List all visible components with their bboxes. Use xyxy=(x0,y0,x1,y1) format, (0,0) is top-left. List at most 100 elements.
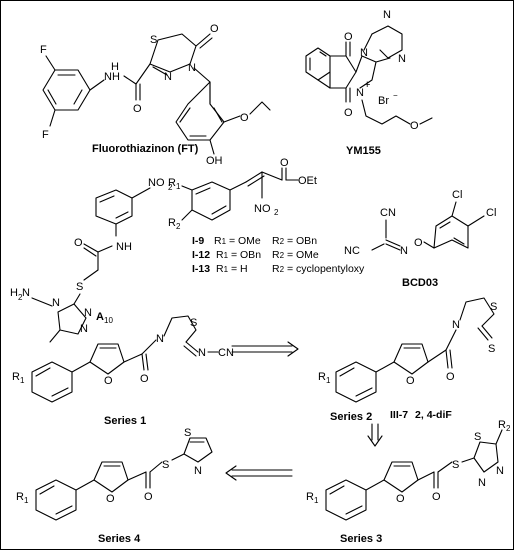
atom-cn-s1: CN xyxy=(218,347,234,359)
i-row-r2: R2 = cyclopentyloxy xyxy=(272,263,365,275)
atom-r2-i: R xyxy=(168,217,176,229)
atom-r1-sub-s4: 1 xyxy=(24,496,29,505)
structure-series-4: R 1 O O S S N Series 4 xyxy=(16,427,213,545)
atom-o-carbonyl-s1: O xyxy=(140,373,149,385)
arrow-series3-to-series4 xyxy=(225,465,293,481)
atom-no2-sub-i: 2 xyxy=(274,208,279,217)
atom-o-ketone-ft: O xyxy=(210,23,219,35)
atom-n2-ft: N xyxy=(188,62,196,74)
atom-br-ym: Br xyxy=(378,95,389,107)
label-series-4: Series 4 xyxy=(98,533,141,545)
atom-oet-i: OEt xyxy=(298,175,317,187)
atom-o-bcd: O xyxy=(414,237,423,249)
atom-h2n-a10: H xyxy=(10,287,18,299)
atom-n-thiazolidine-s1: N xyxy=(156,333,164,345)
atom-o-carbonyl-s2: O xyxy=(446,371,455,383)
atom-s-thiazolidine-s1: S xyxy=(190,317,197,329)
atom-o-furan-s4: O xyxy=(106,493,115,505)
atom-r1-sub-s3: 1 xyxy=(314,496,319,505)
atom-s-thiadiazole-s3: S xyxy=(474,431,481,443)
structure-i-series: R 1 R 2 O OEt NO 2 I-9 R1 = OMe R2 = OBn… xyxy=(168,157,365,275)
atom-n-top-ym: N xyxy=(360,47,368,59)
atom-cl1-bcd: Cl xyxy=(452,189,462,201)
label-fluorothiazinon: Fluorothiazinon (FT) xyxy=(92,143,199,155)
atom-o-bottom-ym: O xyxy=(344,107,353,119)
atom-h2n-sub-a10: 2 xyxy=(18,293,23,302)
atom-r1-s1: R xyxy=(12,371,20,383)
atom-br-charge-ym: − xyxy=(393,91,398,100)
atom-n-ft: N xyxy=(164,71,172,83)
label-bcd03: BCD03 xyxy=(402,277,438,289)
arrow-series2-to-series3: III-7 2, 4-diF xyxy=(367,409,452,447)
atom-r1-sub-s1: 1 xyxy=(20,376,25,385)
label-series-3: Series 3 xyxy=(340,533,382,545)
atom-r2-s3: R xyxy=(498,419,506,431)
atom-n-triazole1-a10: N xyxy=(52,297,60,309)
atom-o-amide-a10: O xyxy=(74,237,83,249)
structure-bcd03: CN NC N O Cl Cl BCD03 xyxy=(344,189,496,289)
structure-series-3: R 1 O O S S N N R 2 Series 3 xyxy=(306,419,511,545)
atom-s-thione-s2: S xyxy=(488,343,495,355)
label-arrow-condition: III-7 2, 4-diF xyxy=(390,409,452,421)
label-series-2: Series 2 xyxy=(330,411,372,423)
atom-n-triazole3-a10: N xyxy=(84,307,92,319)
arrow-series1-to-series2 xyxy=(231,341,299,357)
atom-n-triazole2-a10: N xyxy=(80,323,88,335)
structure-series-1: R 1 O O N S N CN Series 1 xyxy=(12,315,234,427)
atom-f-top: F xyxy=(40,44,47,56)
atom-r1-s3: R xyxy=(306,491,314,503)
atom-n-imine-s1: N xyxy=(198,347,206,359)
label-series-1: Series 1 xyxy=(104,415,146,427)
atom-r1-sub-i: 1 xyxy=(176,182,181,191)
atom-o-carbonyl-s4: O xyxy=(144,491,153,503)
atom-nc-bcd: NC xyxy=(344,245,360,257)
atom-r1-sub-s2: 1 xyxy=(326,376,331,385)
atom-f-bottom: F xyxy=(42,129,49,141)
atom-n-thiazolidine-s2: N xyxy=(452,319,460,331)
atom-o-furan-s2: O xyxy=(406,375,415,387)
i-row-id: I-13 xyxy=(192,263,210,275)
atom-nh-ft: NH xyxy=(104,71,120,83)
atom-nh-a10: NH xyxy=(116,241,132,253)
atom-n-pyr1-ym: N xyxy=(383,9,391,21)
i-row-r1: R1 = OMe xyxy=(214,235,261,247)
atom-r1-s4: R xyxy=(16,491,24,503)
atom-cl2-bcd: Cl xyxy=(486,207,496,219)
atom-o-top-ym: O xyxy=(344,31,353,43)
atom-o-ether-ym: O xyxy=(410,120,419,132)
atom-o-ester-i: O xyxy=(280,157,289,169)
structure-series-2: R 1 O O N S S Series 2 xyxy=(318,297,497,423)
i-row-r2: R2 = OMe xyxy=(272,249,319,261)
i-row-r1: R1 = OBn xyxy=(216,249,261,261)
atom-cn-bcd: CN xyxy=(380,207,396,219)
atom-s-thioester-s4: S xyxy=(162,459,169,471)
atom-o-furan-s3: O xyxy=(396,493,405,505)
atom-r2-sub-i: 2 xyxy=(176,222,181,231)
atom-n-pyr2-ym: N xyxy=(398,53,406,65)
atom-n-bottom-ym: N xyxy=(356,87,364,99)
atom-r1-i: R xyxy=(168,177,176,189)
atom-r1-s2: R xyxy=(318,371,326,383)
i-series-table: I-9 R1 = OMe R2 = OBn I-12 R1 = OBn R2 =… xyxy=(192,235,365,275)
atom-n-thiazole-s4: N xyxy=(194,465,202,477)
label-a10: A xyxy=(96,311,104,323)
structure-ym155: O O N N + N N Br − O YM155 xyxy=(305,9,433,157)
i-row-id: I-9 xyxy=(192,235,204,247)
atom-o-carbonyl-s3: O xyxy=(432,491,441,503)
atom-h2n-n-a10: N xyxy=(22,287,30,299)
label-ym155: YM155 xyxy=(346,145,381,157)
atom-s-thioester-s3: S xyxy=(452,459,459,471)
i-row-id: I-12 xyxy=(192,249,210,261)
structure-fluorothiazinon: F F NH H O S N N O O OH Fluorothiazinon … xyxy=(40,23,271,167)
atom-n-bcd: N xyxy=(400,245,408,257)
atom-s-thiazole-s4: S xyxy=(184,427,191,439)
atom-r2-sub-s3: 2 xyxy=(506,424,511,433)
atom-o-ethoxy-ft: O xyxy=(240,112,249,124)
atom-s-a10: S xyxy=(76,281,83,293)
i-row-r2: R2 = OBn xyxy=(272,235,317,247)
atom-s-ft: S xyxy=(150,34,157,46)
atom-o-amide-ft: O xyxy=(133,103,142,115)
atom-no2-sub-a10: 2 xyxy=(168,183,173,192)
